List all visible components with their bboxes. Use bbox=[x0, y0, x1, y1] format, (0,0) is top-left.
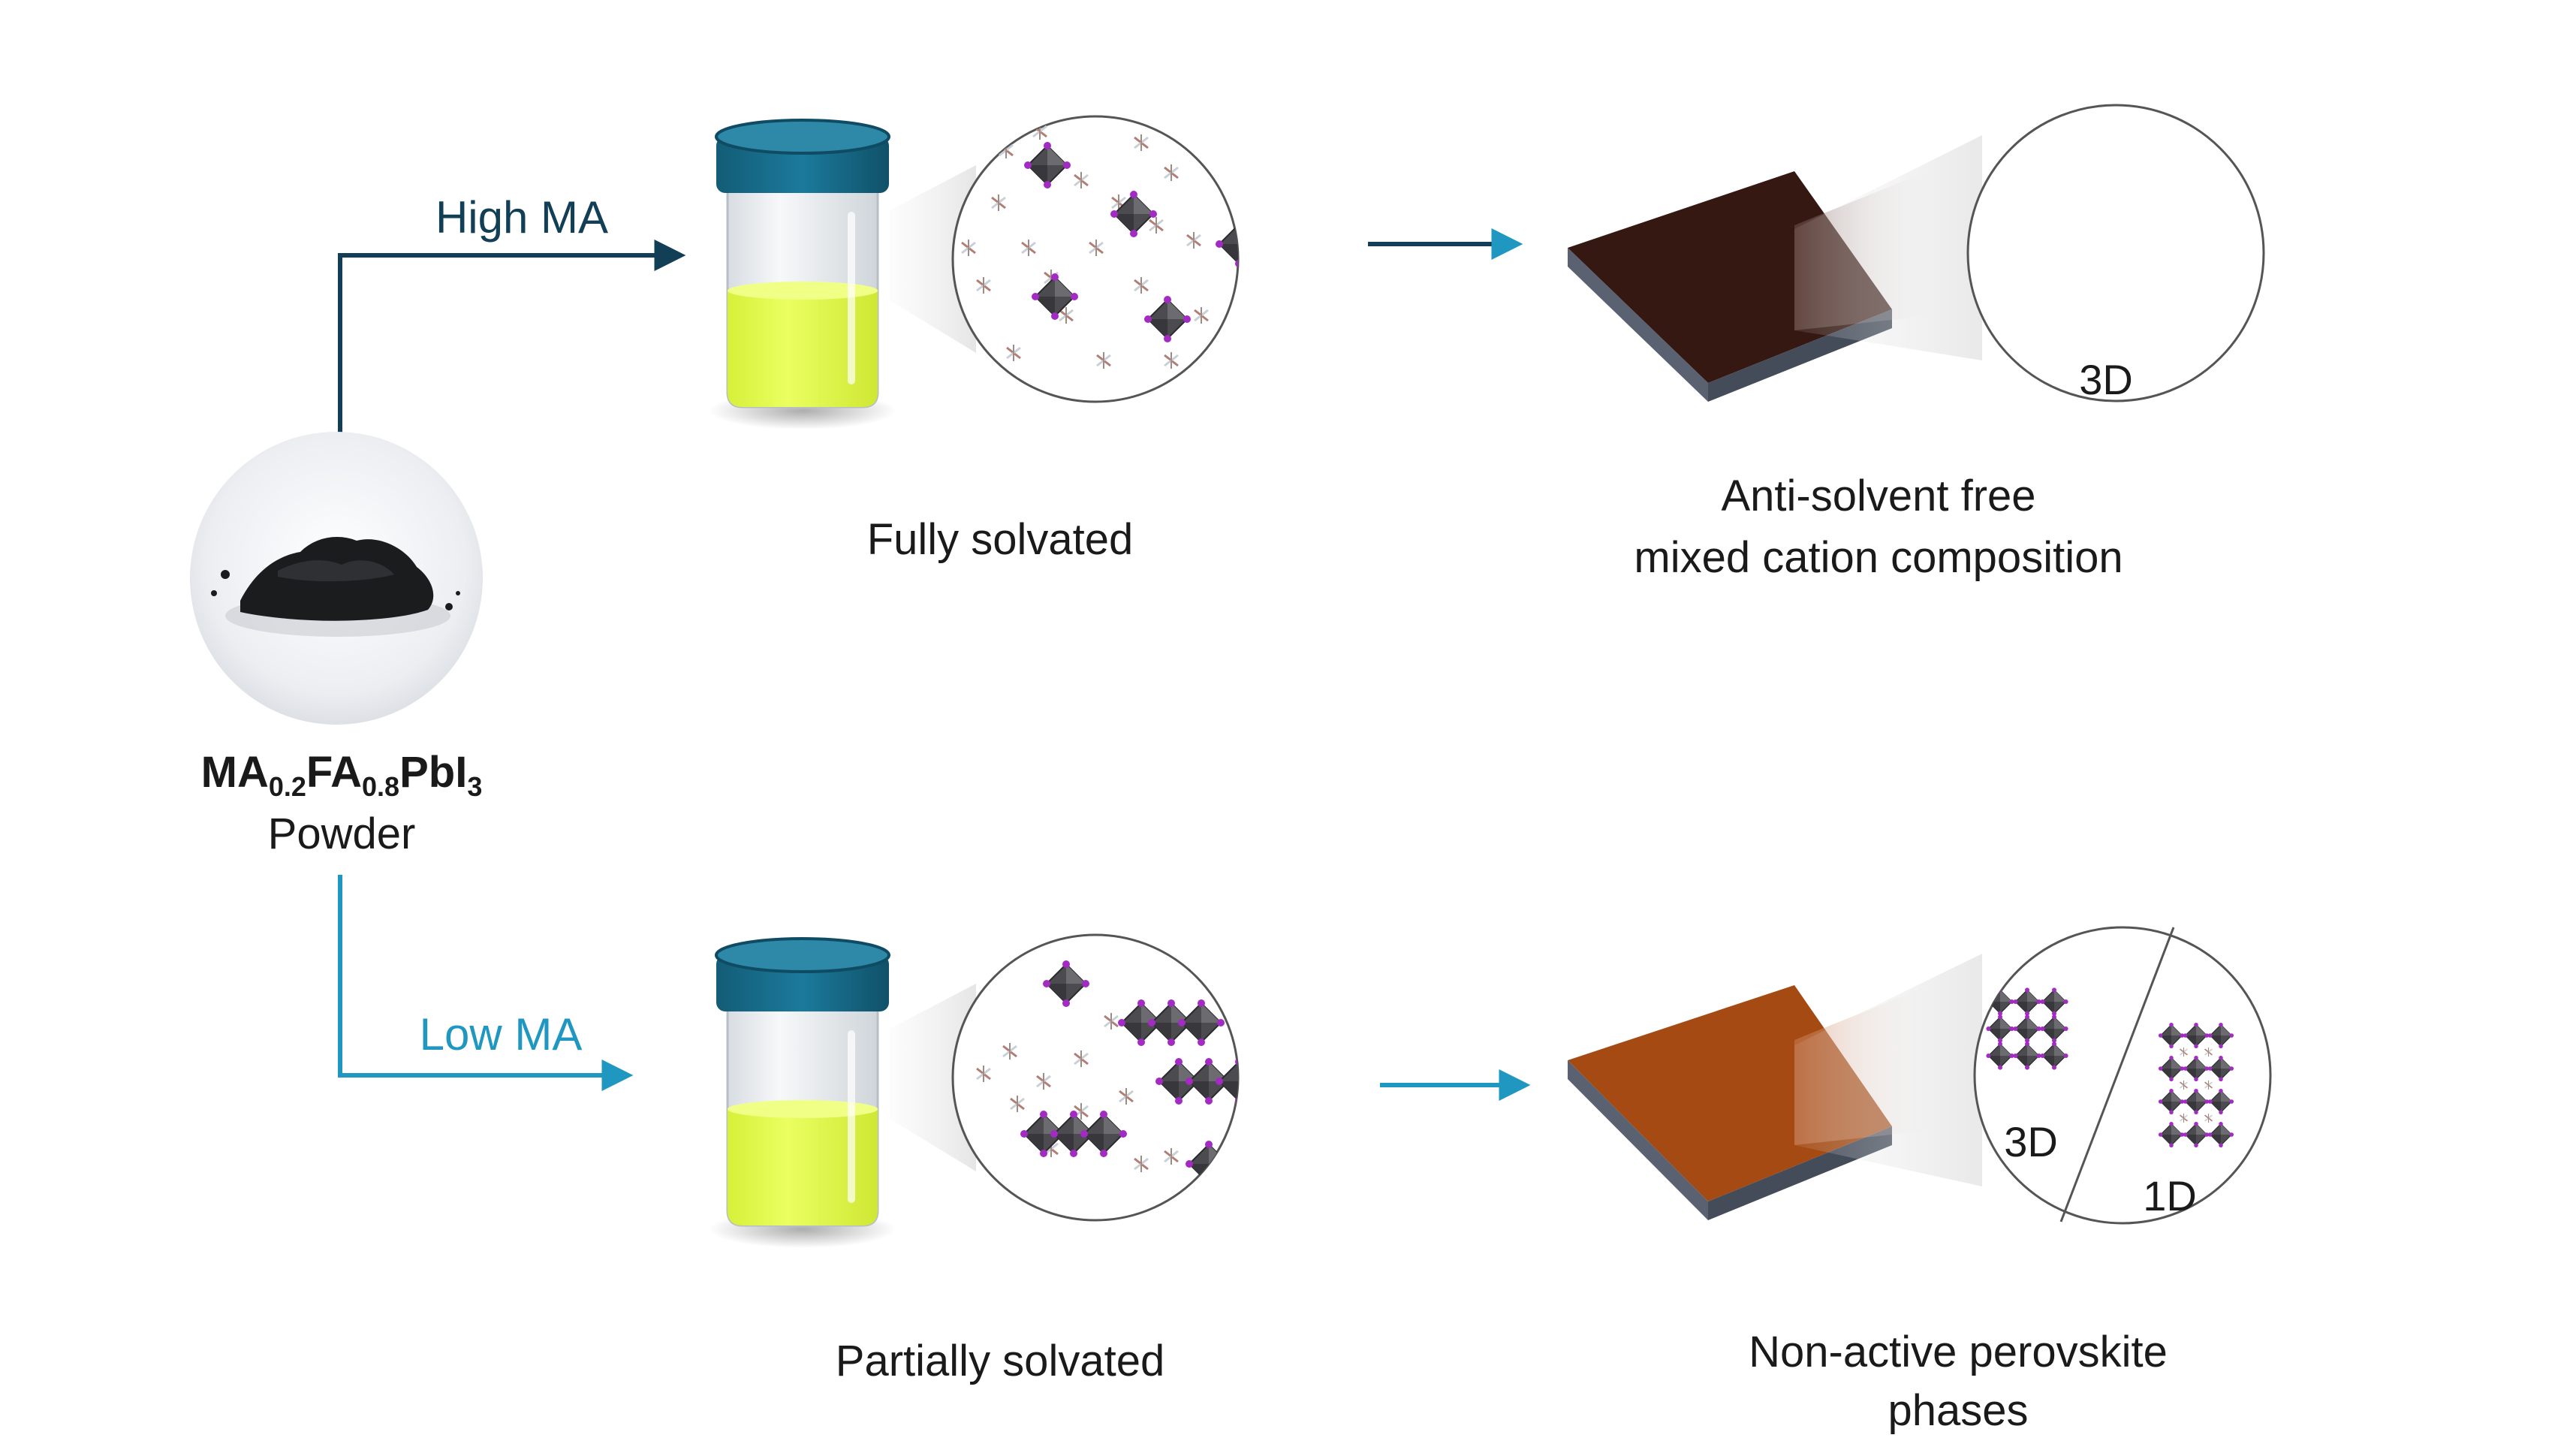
solution-liquid bbox=[728, 291, 878, 407]
high-ma-label: High MA bbox=[435, 192, 608, 243]
high-ma-arrow bbox=[338, 240, 686, 439]
structure-label-1d: 1D bbox=[2143, 1172, 2197, 1219]
solution-liquid bbox=[728, 1109, 878, 1225]
crystal-3d-zoom: 3D bbox=[1966, 104, 2265, 403]
caption-film-top-line2: mixed cation composition bbox=[1634, 533, 2123, 582]
zoom-cone bbox=[1794, 954, 1982, 1186]
caption-film-bottom-line1: Non-active perovskite bbox=[1749, 1328, 2168, 1376]
powder-formula: MA0.2FA0.8PbI3 bbox=[201, 748, 483, 802]
powder-label: Powder bbox=[268, 809, 416, 858]
low-ma-arrow bbox=[338, 875, 634, 1091]
zoom-cone bbox=[890, 165, 976, 353]
vial-fully-solvated bbox=[709, 119, 896, 430]
low-ma-branch: Low MA bbox=[338, 875, 634, 1091]
high-ma-branch: High MA bbox=[338, 192, 686, 439]
structure-label-3d: 3D bbox=[2079, 356, 2133, 403]
zoom-cone bbox=[1794, 135, 1982, 360]
powder-photo bbox=[190, 432, 483, 725]
low-ma-label: Low MA bbox=[420, 1009, 583, 1060]
partially-solvated-molecules-zoom bbox=[951, 933, 1240, 1222]
crystal-mixed-phase-zoom: 3D 1D bbox=[1973, 926, 2272, 1225]
phase-divider bbox=[2059, 927, 2175, 1222]
caption-film-bottom-line2: phases bbox=[1888, 1386, 2028, 1435]
vial-partially-solvated bbox=[709, 937, 896, 1248]
caption-fully-solvated: Fully solvated bbox=[867, 515, 1134, 564]
caption-partially-solvated: Partially solvated bbox=[836, 1337, 1164, 1385]
crystal-3d-small bbox=[1985, 987, 2069, 1071]
caption-film-top-line1: Anti-solvent free bbox=[1721, 472, 2035, 520]
zoom-cone bbox=[890, 984, 976, 1171]
solvated-molecules-zoom bbox=[951, 115, 1240, 403]
structure-label-3d-bottom: 3D bbox=[2004, 1118, 2058, 1165]
